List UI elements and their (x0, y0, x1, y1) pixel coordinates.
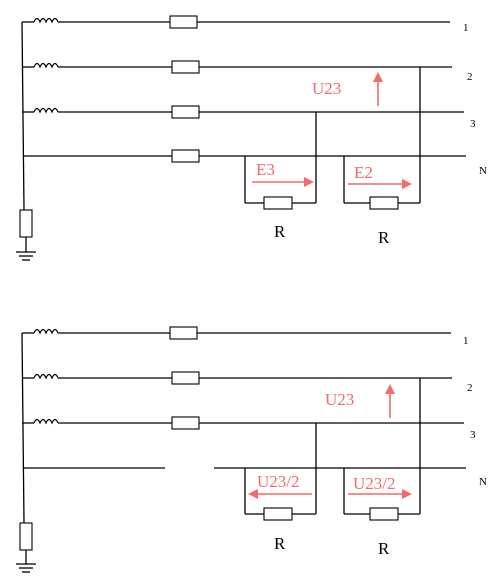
voltage-arrow-up (373, 72, 383, 106)
load-2-arrow (348, 489, 412, 499)
load-1 (244, 156, 316, 210)
fuse-n (171, 149, 200, 163)
load-1-resistor (263, 507, 293, 521)
voltage-label: U23 (312, 79, 341, 98)
winding-2-icon (33, 373, 59, 380)
load-2-arrow (348, 179, 412, 189)
load-1-arrow-label: E3 (256, 160, 275, 179)
fuse-2 (171, 371, 200, 385)
bottom-circuit: 1 2 3 N U23 U23/2 U23/2 R R (16, 326, 487, 573)
load-1 (244, 468, 316, 521)
phase-label-n: N (479, 165, 487, 177)
ground-icon (16, 251, 36, 261)
load-2-arrow-label: E2 (354, 163, 373, 182)
winding-3-icon (33, 107, 59, 114)
load-1-arrow (252, 177, 314, 187)
resistor-label-2: R (378, 228, 390, 247)
fuse-2 (171, 60, 200, 74)
winding-3-icon (33, 418, 59, 425)
fuse-1 (169, 15, 198, 29)
fuse-3 (171, 105, 200, 119)
phase-label-2: 2 (467, 382, 473, 394)
load-2 (343, 156, 420, 210)
ground-resistor (19, 209, 33, 238)
phase-label-n: N (479, 476, 487, 488)
load-1-arrow-label: U23/2 (257, 472, 300, 491)
load-1-arrow (248, 489, 312, 499)
phase-label-2: 2 (467, 71, 473, 83)
phase-label-1: 1 (463, 22, 469, 34)
load-2-resistor (369, 507, 399, 521)
phase-label-1: 1 (463, 335, 469, 347)
voltage-label: U23 (325, 390, 354, 409)
load-1-resistor (263, 196, 293, 210)
trunk-wire (21, 332, 25, 524)
ground-resistor (19, 522, 33, 551)
resistor-label-1: R (274, 222, 286, 241)
winding-1-icon (33, 17, 59, 24)
load-2 (343, 468, 420, 521)
top-circuit: 1 2 3 N U23 E3 E2 R R (16, 15, 487, 261)
resistor-label-2: R (378, 539, 390, 558)
load-2-arrow-label: U23/2 (353, 474, 396, 493)
phase-label-3: 3 (470, 429, 476, 441)
load-2-resistor (369, 196, 399, 210)
fuse-3 (171, 416, 200, 430)
winding-2-icon (33, 62, 59, 69)
trunk-wire (21, 21, 25, 211)
phase-label-3: 3 (470, 118, 476, 130)
ground-icon (16, 563, 36, 573)
winding-1-icon (33, 328, 59, 335)
voltage-arrow-up (385, 384, 395, 418)
fuse-1 (169, 326, 198, 340)
resistor-label-1: R (274, 534, 286, 553)
